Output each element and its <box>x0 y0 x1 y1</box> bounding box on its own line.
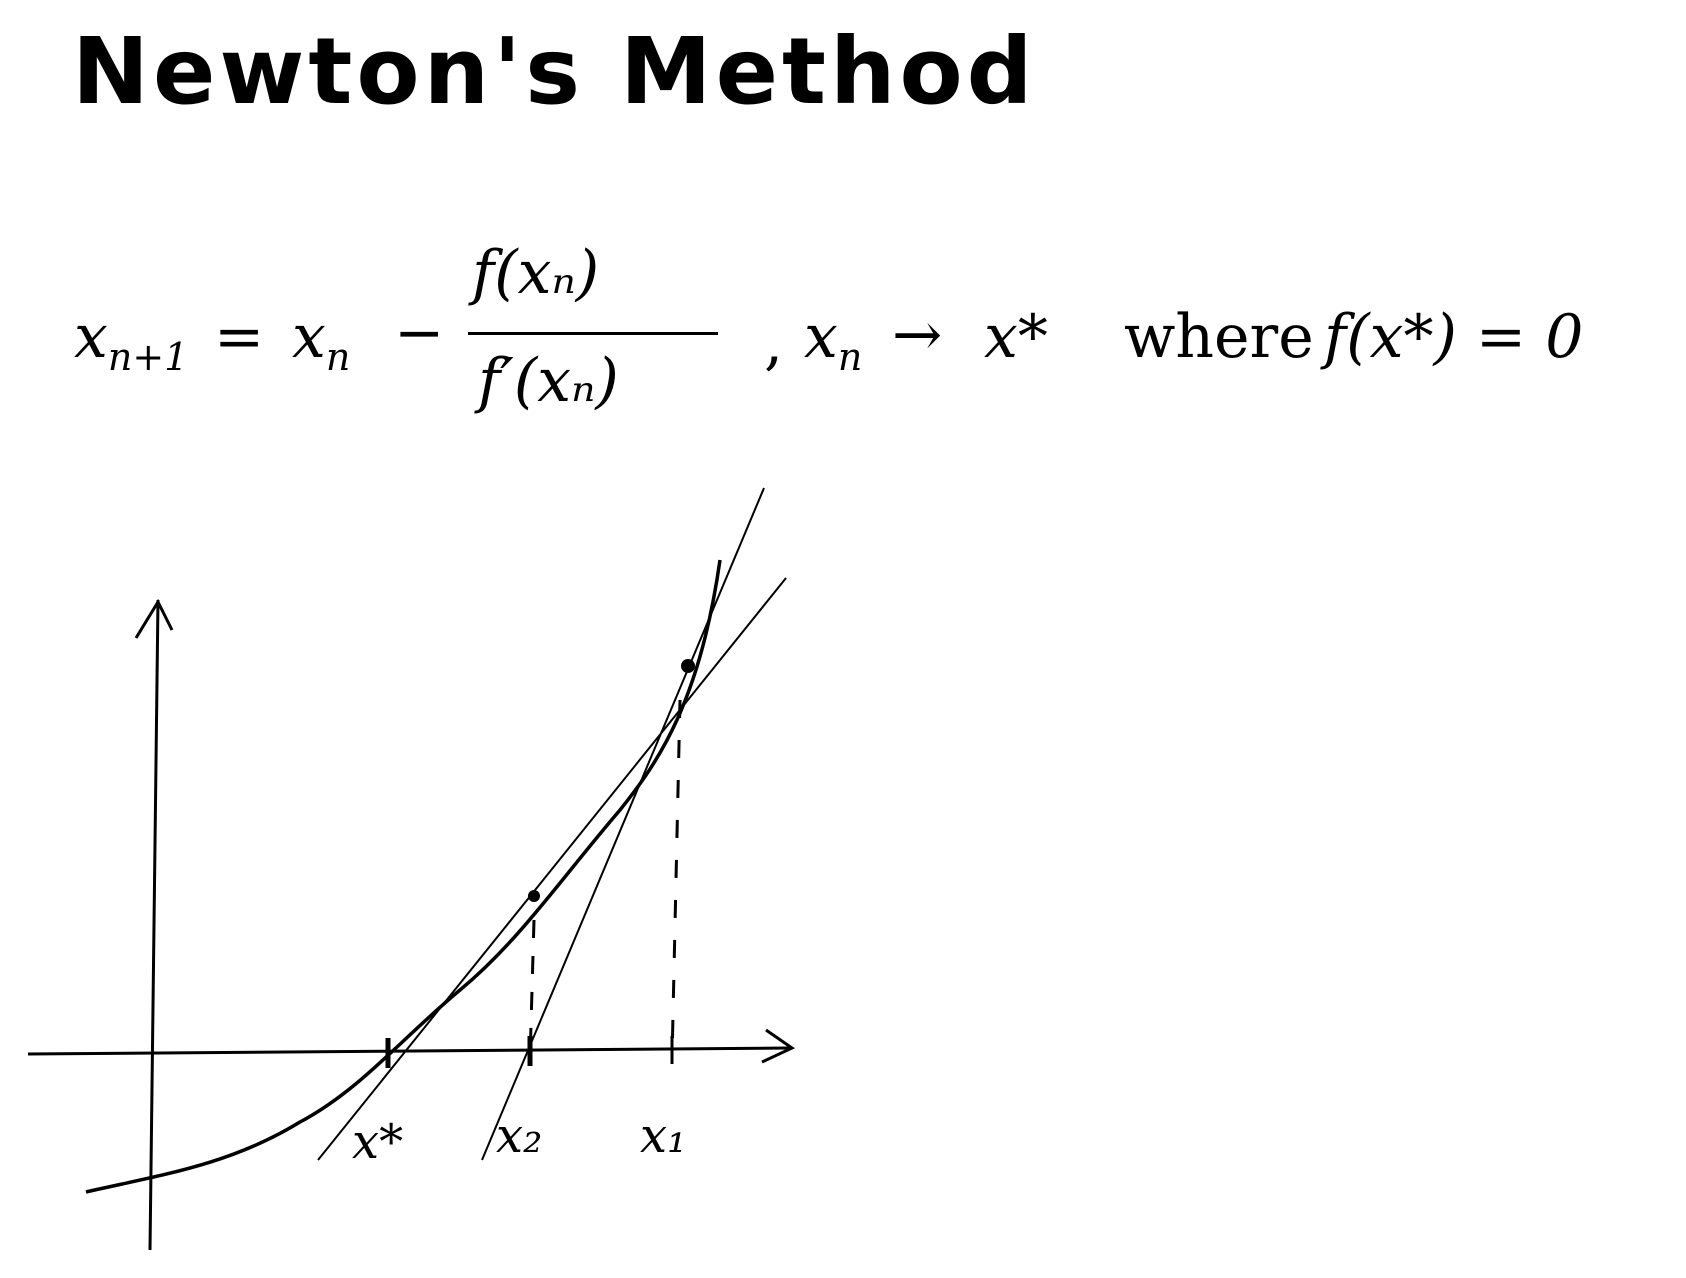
fraction-denominator: f′(xₙ) <box>478 346 619 416</box>
curve-point-x2 <box>528 890 540 902</box>
formula-equals: = <box>214 302 265 372</box>
root-condition: f(x*) = 0 <box>1324 302 1584 372</box>
newton-update-formula: xn+1 = xn − f(xₙ) f′(xₙ) , xn → x* where… <box>74 238 1634 450</box>
label-root: x* <box>352 1114 403 1170</box>
where-text: where <box>1124 302 1314 372</box>
function-curve <box>85 559 722 1194</box>
y-axis <box>148 599 160 1251</box>
y-axis-arrowhead <box>134 598 174 639</box>
label-x2: x₂ <box>496 1108 542 1164</box>
formula-rhs-x: xn <box>292 302 351 379</box>
label-x1: x₁ <box>640 1108 686 1164</box>
tangent-line-at-x1 <box>481 487 765 1161</box>
curve-point-x1 <box>681 659 695 673</box>
x-axis <box>27 1046 791 1056</box>
fraction-numerator: f(xₙ) <box>472 238 600 308</box>
dashed-drop-x1 <box>670 699 682 1061</box>
formula-lhs: xn+1 <box>74 302 189 379</box>
page-title: Newton's Method <box>72 18 1037 125</box>
convergence-arrow: → <box>892 300 943 370</box>
x-axis-arrowhead <box>761 1028 796 1064</box>
formula-comma: , <box>764 308 784 378</box>
tangent-line-at-x2 <box>317 577 787 1161</box>
fraction-bar <box>468 332 718 335</box>
convergence-rhs: x* <box>984 302 1048 372</box>
convergence-lhs: xn <box>804 302 863 379</box>
formula-minus: − <box>394 298 445 368</box>
